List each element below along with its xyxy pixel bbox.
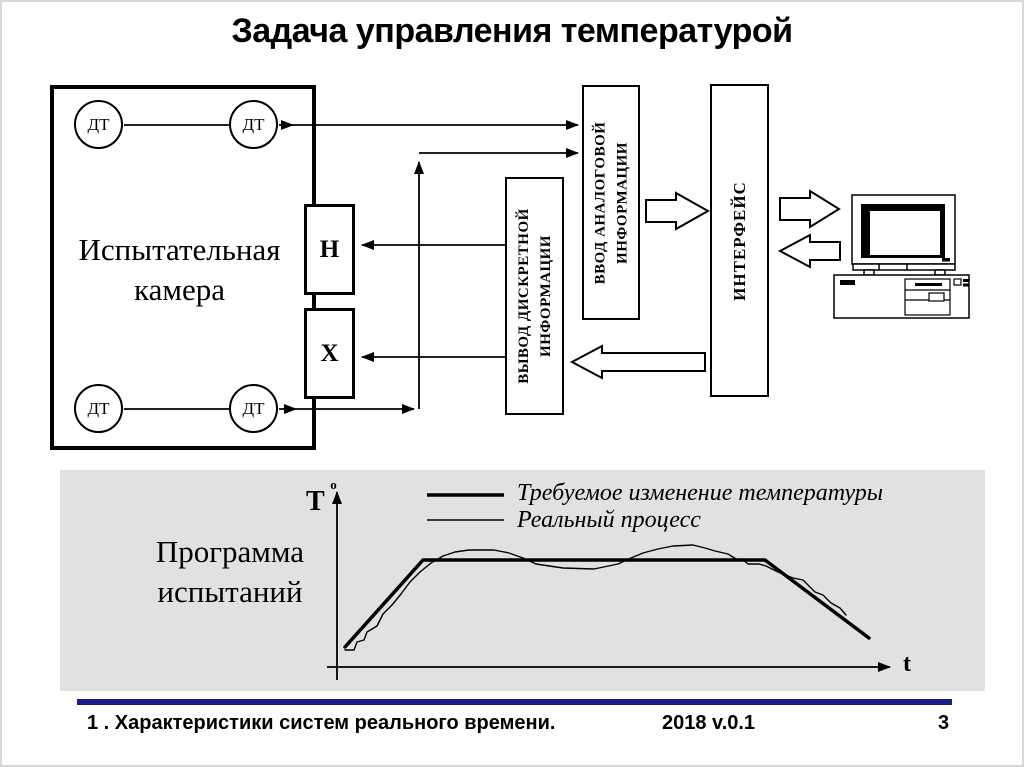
arrow-interface-to-discrete [569, 344, 706, 380]
test-chamber-label-line2: камера [134, 272, 225, 307]
test-program-panel: Программа испытаний Т о t Требуемое изме… [60, 470, 985, 691]
real-curve [344, 544, 847, 651]
heater-label: Н [319, 235, 340, 263]
test-program-label-line1: Программа [155, 534, 305, 569]
test-program-chart [327, 491, 891, 680]
footer-version: 2018 v.0.1 [662, 712, 756, 734]
test-program-label-line2: испытаний [157, 574, 303, 609]
slide-title: Задача управления температурой [231, 12, 793, 50]
degree-mark: о [330, 477, 337, 492]
temp-sensor-bottom-right: ДТ [229, 384, 278, 433]
temp-sensor-top-left: ДТ [74, 100, 123, 149]
test-chamber-label-line1: Испытательная [78, 232, 281, 267]
y-axis-label: Т о [306, 477, 337, 518]
computer-icon [833, 194, 970, 319]
analog-input-line1: ВВОД АНАЛОГОВОЙ [592, 121, 609, 284]
discrete-output-line2: ИНФОРМАЦИИ [537, 235, 554, 357]
interface-block: ИНТЕРФЕЙС [710, 84, 769, 397]
sensor-label: ДТ [242, 114, 265, 134]
bus-arrows [569, 189, 841, 380]
temp-sensor-bottom-left: ДТ [74, 384, 123, 433]
arrow-analog-to-interface [645, 191, 711, 231]
heater-block: Н [304, 204, 355, 295]
arrow-interface-to-computer [779, 189, 841, 229]
test-program-label: Программа испытаний [110, 532, 350, 612]
temp-sensor-top-right: ДТ [229, 100, 278, 149]
discrete-output-label: ВЫВОД ДИСКРЕТНОЙ ИНФОРМАЦИИ [513, 208, 557, 384]
footer-accent-bar [77, 699, 952, 705]
required-curve [343, 558, 871, 649]
footer-section-title: 1 . Характеристики систем реального врем… [87, 712, 556, 734]
test-chamber-label: Испытательная камера [57, 230, 302, 310]
interface-label: ИНТЕРФЕЙС [729, 180, 749, 301]
cooler-label: Х [320, 339, 339, 367]
y-axis-letter: Т [306, 486, 325, 517]
discrete-output-line1: ВЫВОД ДИСКРЕТНОЙ [515, 208, 532, 384]
sensor-label: ДТ [87, 398, 110, 418]
analog-input-label: ВВОД АНАЛОГОВОЙ ИНФОРМАЦИИ [589, 121, 633, 284]
sensor-wires [124, 120, 579, 414]
analog-input-line2: ИНФОРМАЦИИ [614, 141, 631, 264]
legend-required: Требуемое изменение температуры [517, 480, 884, 506]
sensor-label: ДТ [242, 398, 265, 418]
arrow-computer-to-interface [777, 233, 841, 269]
discrete-output-block: ВЫВОД ДИСКРЕТНОЙ ИНФОРМАЦИИ [505, 177, 564, 415]
footer-page-number: 3 [938, 712, 950, 734]
x-axis-label: t [903, 651, 911, 677]
legend-real: Реальный процесс [517, 507, 701, 533]
sensor-label: ДТ [87, 114, 110, 134]
analog-input-block: ВВОД АНАЛОГОВОЙ ИНФОРМАЦИИ [582, 85, 640, 320]
cooler-block: Х [304, 308, 355, 399]
